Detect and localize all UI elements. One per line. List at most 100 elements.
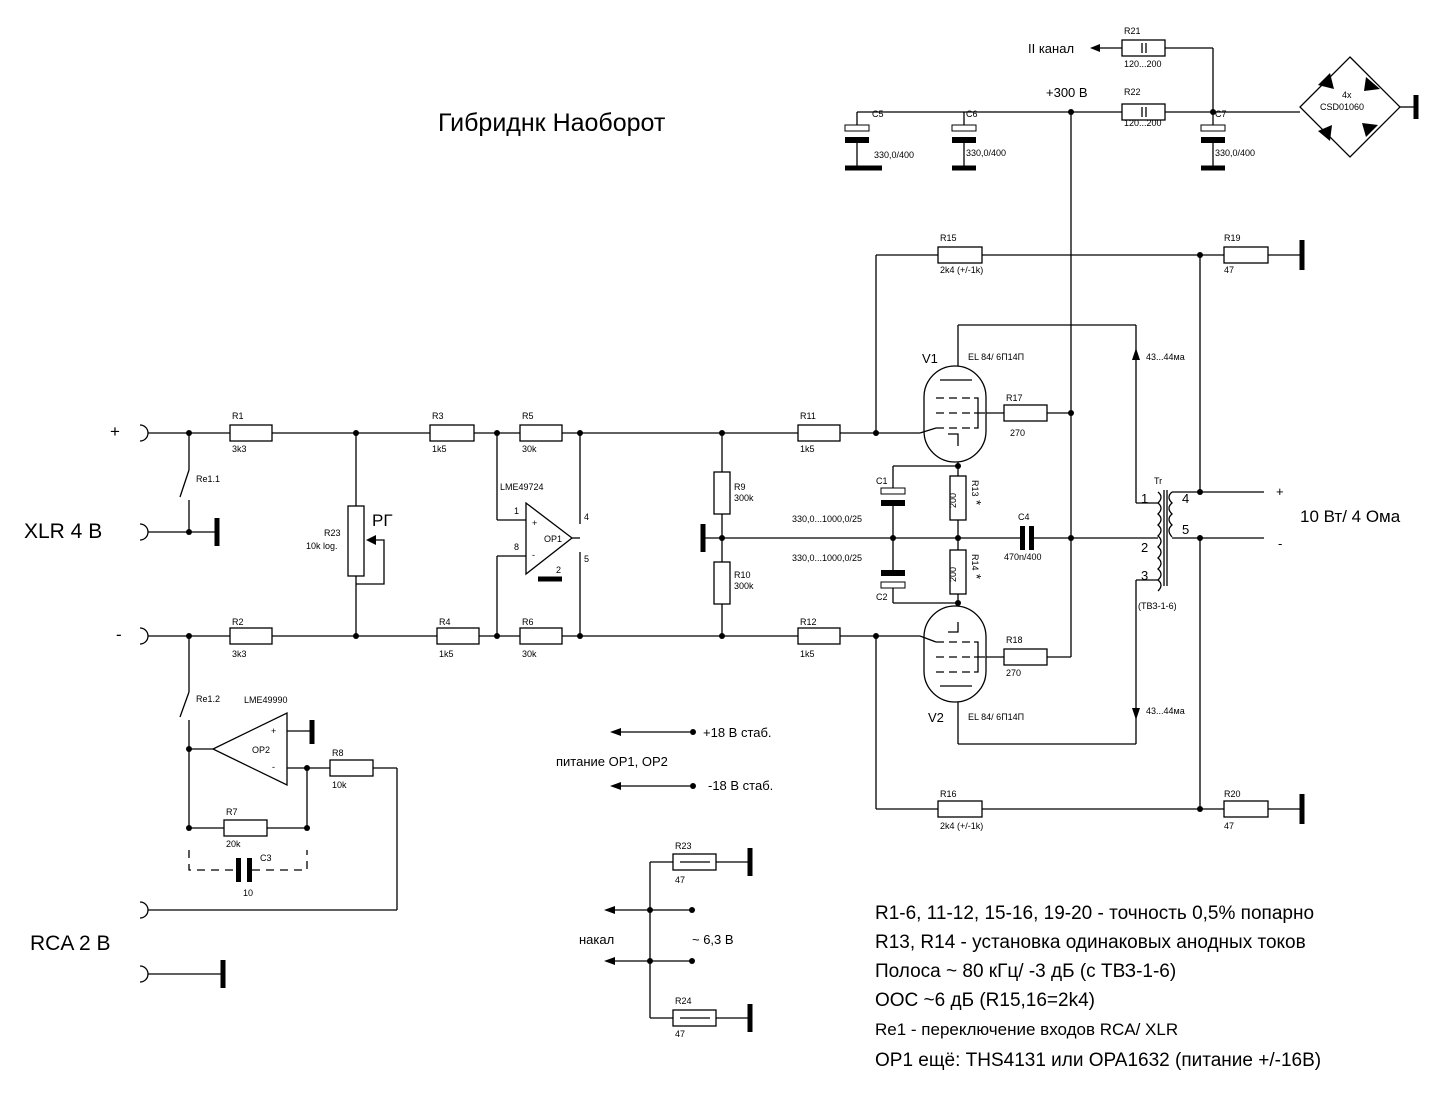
- note-4: ООС ~6 дБ (R15,16=2k4): [875, 990, 1095, 1011]
- svg-text:1k5: 1k5: [800, 649, 815, 659]
- current-v1-label: 43...44ма: [1146, 352, 1185, 362]
- svg-text:R13: R13: [970, 480, 980, 497]
- svg-text:LME49724: LME49724: [500, 482, 544, 492]
- svg-text:5: 5: [584, 554, 589, 564]
- output-power-label: 10 Вт/ 4 Ома: [1300, 507, 1401, 526]
- svg-text:C6: C6: [966, 109, 978, 119]
- capacitor-c6: C6 330,0/400: [951, 109, 1006, 171]
- heater-label: накал: [579, 932, 614, 947]
- note-1: R1-6, 11-12, 15-16, 19-20 - точность 0,5…: [875, 903, 1314, 924]
- svg-text:R7: R7: [226, 807, 238, 817]
- resistor-r21: R21 120...200: [1121, 26, 1166, 69]
- svg-text:Tr: Tr: [1154, 476, 1162, 486]
- svg-text:РГ: РГ: [372, 511, 393, 530]
- svg-text:C1: C1: [876, 476, 888, 486]
- resistor-r11: R11 1k5: [797, 411, 841, 454]
- svg-text:5: 5: [1182, 522, 1189, 537]
- opamp-op2: + - OP2 LME49990: [211, 695, 288, 787]
- svg-text:*: *: [969, 574, 984, 579]
- rca-label: RCA 2 В: [30, 932, 111, 955]
- svg-text:+: +: [271, 726, 276, 736]
- svg-text:300k: 300k: [734, 581, 754, 591]
- capacitor-c4: C4 470n/400: [1004, 512, 1042, 562]
- svg-text:120...200: 120...200: [1124, 59, 1162, 69]
- resistor-r3: R3 1k5: [429, 411, 475, 454]
- arrowheads: [604, 44, 1140, 965]
- svg-text:C2: C2: [876, 592, 888, 602]
- capacitor-c7: C7 330,0/400: [1200, 109, 1255, 171]
- xlr-input: + - XLR 4 В: [24, 422, 149, 645]
- resistor-r23-heater: R23 47: [672, 841, 717, 885]
- svg-text:R10: R10: [734, 570, 751, 580]
- svg-text:1: 1: [514, 506, 519, 516]
- svg-text:330,0/400: 330,0/400: [966, 148, 1006, 158]
- potentiometer-r23: R23 10k log. РГ: [306, 505, 393, 577]
- svg-text:V1: V1: [922, 351, 938, 366]
- svg-text:R16: R16: [940, 789, 957, 799]
- svg-text:R9: R9: [734, 482, 746, 492]
- minus18-label: -18 В стаб.: [708, 778, 773, 793]
- svg-text:2: 2: [1141, 540, 1148, 555]
- svg-text:2: 2: [556, 565, 561, 575]
- svg-text:270: 270: [1006, 668, 1021, 678]
- svg-text:-: -: [532, 550, 535, 560]
- svg-text:30k: 30k: [522, 444, 537, 454]
- svg-text:C4: C4: [1018, 512, 1030, 522]
- svg-text:C7: C7: [1215, 109, 1227, 119]
- resistor-r1: R1 3k3: [229, 411, 273, 454]
- svg-text:R5: R5: [522, 411, 534, 421]
- capacitor-c2: C2 330,0...1000,0/25: [792, 553, 906, 602]
- supply-300-label: +300 В: [1046, 85, 1088, 100]
- xlr-label: XLR 4 В: [24, 520, 102, 543]
- svg-text:330,0/400: 330,0/400: [874, 150, 914, 160]
- svg-text:+: +: [532, 518, 537, 528]
- svg-text:R22: R22: [1124, 87, 1141, 97]
- svg-text:EL 84/ 6П14П: EL 84/ 6П14П: [968, 352, 1024, 362]
- bridge-rectifier: 4x CSD01060: [1299, 56, 1416, 158]
- svg-text:3k3: 3k3: [232, 649, 247, 659]
- wires: [148, 47, 1300, 1019]
- svg-text:330,0...1000,0/25: 330,0...1000,0/25: [792, 514, 862, 524]
- resistor-r19: R19 47: [1223, 233, 1269, 275]
- svg-text:47: 47: [675, 875, 685, 885]
- svg-text:8: 8: [514, 542, 519, 552]
- resistor-r10: R10 300k: [713, 561, 754, 605]
- svg-text:300k: 300k: [734, 493, 754, 503]
- resistor-r20: R20 47: [1223, 789, 1269, 831]
- resistor-r12: R12 1k5: [797, 617, 841, 659]
- notes-block: R1-6, 11-12, 15-16, 19-20 - точность 0,5…: [875, 903, 1321, 1071]
- tube-v2: V2 EL 84/ 6П14П: [919, 605, 1024, 725]
- svg-text:R18: R18: [1006, 635, 1023, 645]
- svg-text:R19: R19: [1224, 233, 1241, 243]
- note-6: OP1 ещё: THS4131 или OPA1632 (питание +/…: [875, 1050, 1321, 1071]
- svg-text:R24: R24: [675, 996, 692, 1006]
- svg-text:LME49990: LME49990: [244, 695, 288, 705]
- svg-text:R23: R23: [324, 528, 341, 538]
- resistor-r6: R6 30k: [519, 617, 563, 659]
- svg-text:10k: 10k: [332, 780, 347, 790]
- rca-input: RCA 2 В: [30, 901, 149, 983]
- capacitor-c5: C5 330,0/400: [844, 109, 914, 171]
- resistor-r4: R4 1k5: [436, 617, 480, 659]
- svg-text:R20: R20: [1224, 789, 1241, 799]
- grounds: [214, 95, 1419, 1032]
- svg-text:2k4 (+/-1k): 2k4 (+/-1k): [940, 821, 983, 831]
- current-v2-label: 43...44ма: [1146, 706, 1185, 716]
- svg-text:R11: R11: [800, 411, 816, 421]
- svg-text:OP1: OP1: [544, 534, 562, 544]
- note-2: R13, R14 - установка одинаковых анодных …: [875, 932, 1306, 953]
- schematic-title: Гибриднк Наоборот: [438, 109, 666, 137]
- capacitor-c3: C3 10: [236, 853, 272, 898]
- output-minus: -: [1278, 536, 1282, 551]
- svg-text:R17: R17: [1006, 393, 1023, 403]
- resistor-r24: R24 47: [672, 996, 717, 1039]
- capacitor-c1: C1 330,0...1000,0/25: [792, 476, 906, 524]
- svg-text:V2: V2: [928, 710, 944, 725]
- resistor-r16: R16 2k4 (+/-1k): [937, 789, 983, 831]
- svg-text:OP2: OP2: [252, 745, 270, 755]
- svg-text:200: 200: [948, 493, 958, 508]
- resistor-r5: R5 30k: [519, 411, 563, 454]
- svg-text:1: 1: [1141, 491, 1148, 506]
- svg-text:R21: R21: [1124, 26, 1141, 36]
- svg-text:330,0...1000,0/25: 330,0...1000,0/25: [792, 553, 862, 563]
